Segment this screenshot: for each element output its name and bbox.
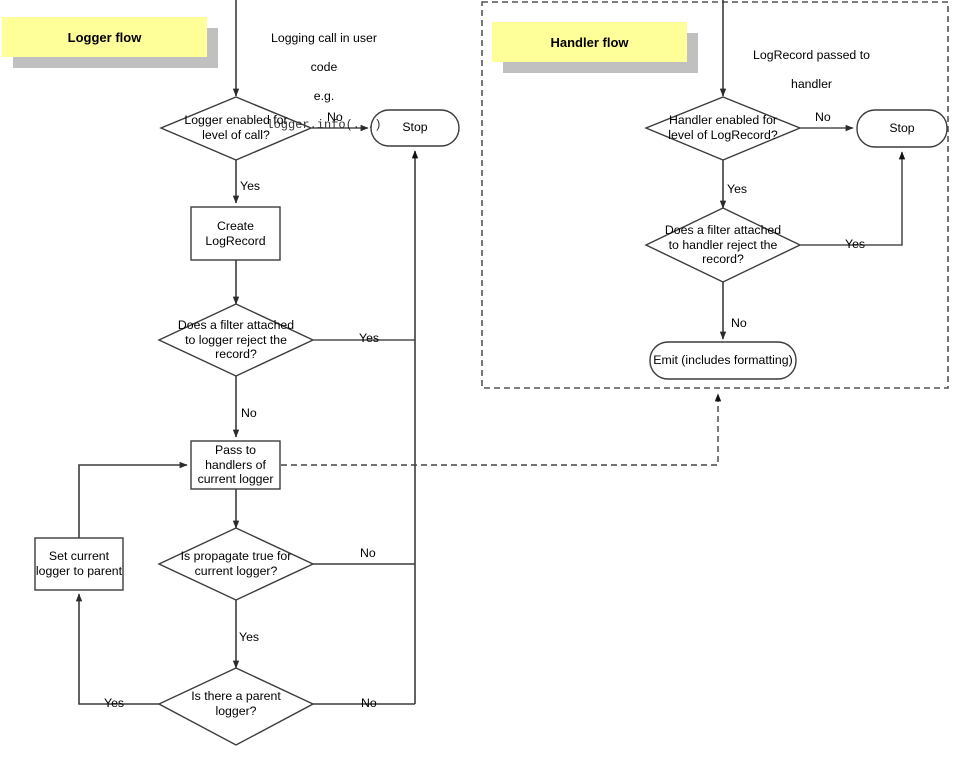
node-pass-to-handlers-shape: [190, 440, 281, 490]
node-logger-filter-shape: [157, 303, 315, 377]
node-logger-enabled-shape: [159, 96, 313, 161]
logger-flow-entry-caption: Logging call in user code e.g. logger.in…: [244, 16, 404, 147]
entry-caption-line-1: Logging call in user: [271, 30, 377, 45]
entry-caption-line-3: e.g.: [313, 88, 335, 103]
handler-entry-caption-line-1: LogRecord passed to: [753, 47, 870, 62]
edge-label-logger-enabled-no: No: [327, 110, 343, 124]
node-is-there-parent-shape: [157, 667, 315, 746]
edge-label-propagate-yes: Yes: [239, 630, 260, 644]
handler-flow-entry-caption: LogRecord passed to handler: [729, 33, 894, 106]
edge-label-propagate-no: No: [360, 546, 376, 560]
node-emit-shape: [649, 341, 797, 380]
edge-set-current-to-pass: [78, 461, 188, 538]
entry-caption-code: logger.info(...): [266, 118, 382, 133]
edge-label-handler-enabled-yes: Yes: [727, 182, 748, 196]
handler-flow-title: Handler flow: [492, 22, 687, 62]
edge-label-parent-yes: Yes: [104, 696, 125, 710]
edge-handler-filter-yes-to-stop: [800, 151, 906, 246]
edge-label-parent-no: No: [361, 696, 377, 710]
edge-label-handler-enabled-no: No: [815, 110, 831, 124]
node-set-current-logger-shape: [34, 537, 124, 591]
entry-caption-line-2: code: [310, 59, 338, 74]
edge-pass-to-handler-flow: [281, 393, 722, 466]
node-create-logrecord-shape: [190, 206, 281, 261]
logger-flow-title: Logger flow: [2, 17, 207, 57]
handler-entry-caption-line-2: handler: [790, 76, 833, 91]
edge-label-logger-filter-no: No: [241, 406, 257, 420]
edge-label-logger-filter-yes: Yes: [359, 331, 380, 345]
handler-flow-region: [481, 1, 949, 389]
edge-parent-yes-to-set-current: [75, 593, 159, 705]
edge-label-handler-filter-no: No: [731, 316, 747, 330]
node-handler-stop-shape: [856, 109, 948, 148]
node-logger-stop-shape: [370, 109, 460, 147]
node-handler-enabled-shape: [644, 96, 802, 161]
edge-label-handler-filter-yes: Yes: [845, 237, 866, 251]
edge-label-logger-enabled-yes: Yes: [240, 179, 261, 193]
node-handler-filter-shape: [644, 207, 802, 283]
node-is-propagate-shape: [157, 527, 315, 601]
